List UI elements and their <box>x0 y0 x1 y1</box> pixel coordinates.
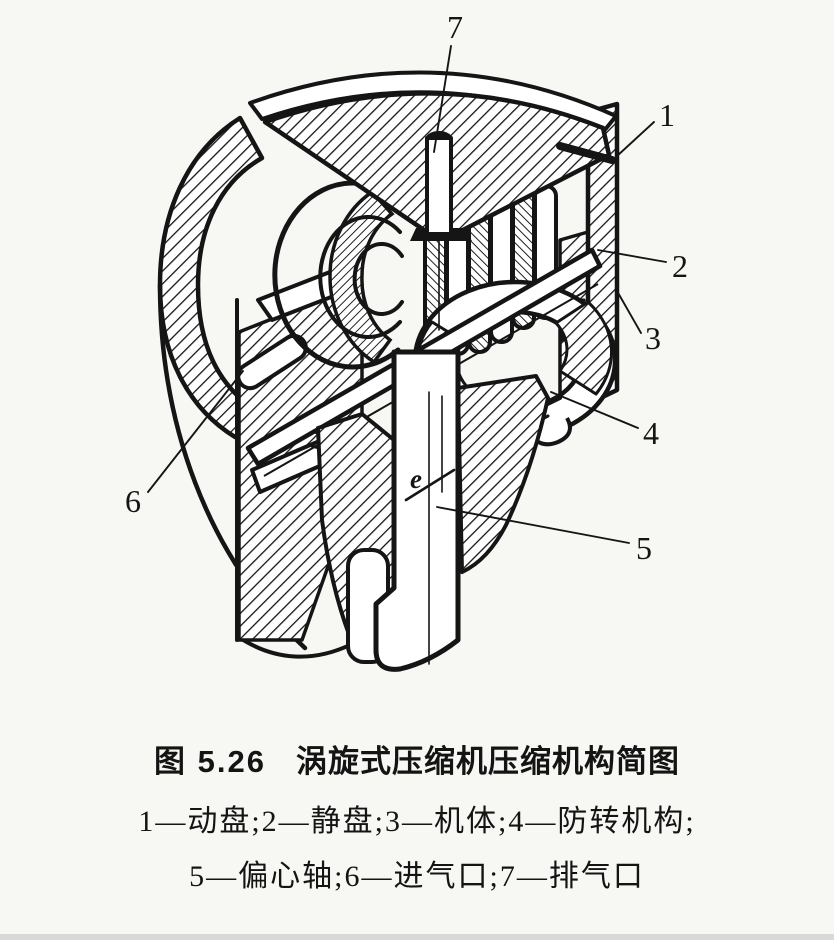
fixed-scroll-plate <box>248 70 618 331</box>
callout-7: 7 <box>447 9 463 45</box>
callout-5: 5 <box>636 530 652 566</box>
callout-2: 2 <box>672 248 688 284</box>
leader-2 <box>597 249 667 263</box>
plate-wall-gap <box>556 142 616 164</box>
leader-lines <box>147 45 667 544</box>
housing-bottom-edge <box>235 634 354 659</box>
housing-hatched-band <box>157 115 265 440</box>
discharge-tube <box>425 136 453 236</box>
eccentric-shaft <box>373 349 461 672</box>
leader-4 <box>550 391 639 429</box>
eccentricity-tick <box>404 468 456 502</box>
leader-3 <box>616 290 642 334</box>
legend-line-2: 5—偏心轴;6—进气口;7—排气口 <box>189 860 645 893</box>
leader-7 <box>433 45 452 153</box>
discharge-port-cap <box>425 131 453 140</box>
figure-diagram: 7 1 2 3 4 5 6 e <box>125 9 688 672</box>
callout-6: 6 <box>125 483 141 519</box>
callout-1: 1 <box>659 97 675 133</box>
leader-5 <box>436 506 630 544</box>
ring-hatched-right <box>554 300 614 396</box>
figure-caption: 图 5.26 涡旋式压缩机压缩机构简图 <box>0 736 834 781</box>
leader-6 <box>147 370 244 493</box>
suction-port-slot <box>236 333 308 391</box>
figure-title: 涡旋式压缩机压缩机构简图 <box>295 744 680 779</box>
eccentric-shaft-assembly <box>316 349 550 672</box>
eccentricity-label: e <box>410 464 422 494</box>
legend-line-1: 1—动盘;2—静盘;3—机体;4—防转机构; <box>138 805 696 838</box>
callout-labels: 7 1 2 3 4 5 6 e <box>125 9 688 566</box>
callout-4: 4 <box>643 415 659 451</box>
page-bottom-strip <box>0 934 834 940</box>
figure-number: 图 5.26 <box>154 744 266 779</box>
leader-1 <box>616 121 655 157</box>
right-cone-leg <box>456 374 550 574</box>
callout-3: 3 <box>645 320 661 356</box>
scroll-curls <box>272 180 404 370</box>
